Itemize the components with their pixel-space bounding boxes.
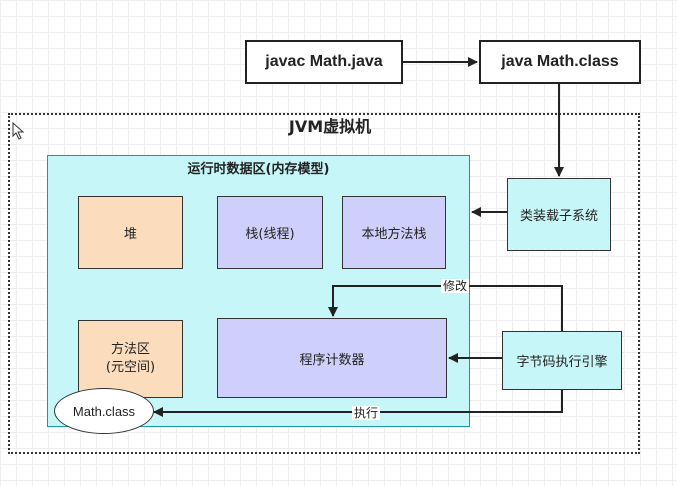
program-counter-box[interactable]: 程序计数器 <box>217 318 447 398</box>
execute-label: 执行 <box>352 406 381 420</box>
jvm-title: JVM虚拟机 <box>288 117 372 136</box>
stack-box[interactable]: 栈(线程) <box>217 196 323 269</box>
javac-command-box[interactable]: javac Math.java <box>245 40 403 84</box>
math-class-ellipse[interactable]: Math.class <box>54 388 154 434</box>
mouse-cursor-icon <box>12 122 25 140</box>
jvm-container <box>8 113 640 454</box>
java-command-box[interactable]: java Math.class <box>479 40 641 84</box>
class-loader-subsystem-box[interactable]: 类装载子系统 <box>507 178 611 251</box>
metaspace-label: (元空间) <box>105 360 156 375</box>
runtime-data-area-title: 运行时数据区(内存模型) <box>187 162 330 177</box>
bytecode-execution-engine-box[interactable]: 字节码执行引擎 <box>502 331 622 390</box>
execute-arrow <box>153 390 563 417</box>
method-area-box[interactable]: 方法区 (元空间) <box>78 320 183 398</box>
native-method-stack-box[interactable]: 本地方法栈 <box>342 196 446 269</box>
heap-box[interactable]: 堆 <box>78 196 183 269</box>
method-area-label: 方法区 <box>110 342 150 357</box>
modify-label: 修改 <box>441 279 470 293</box>
